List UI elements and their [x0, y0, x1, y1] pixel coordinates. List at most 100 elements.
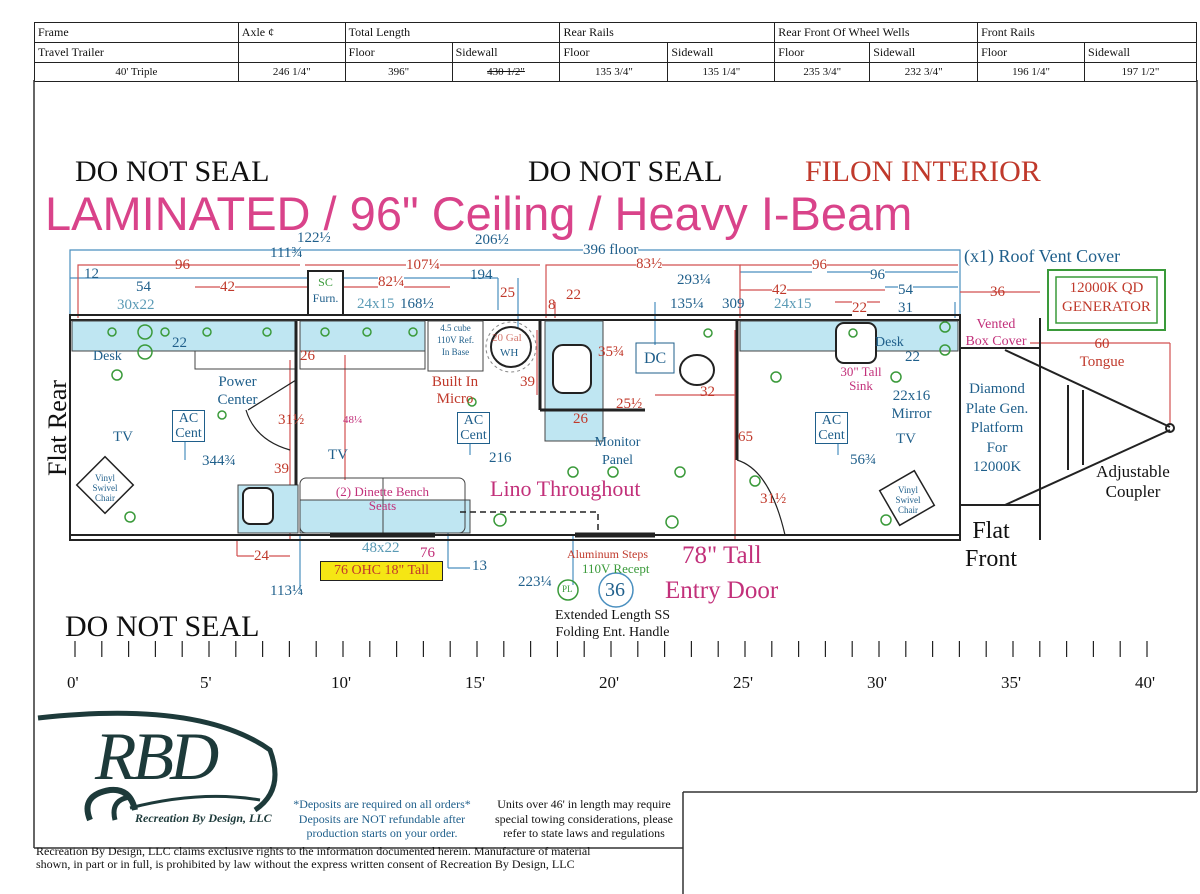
- dinette-line-2: Seats: [368, 498, 397, 513]
- ruler-label: 20': [599, 673, 620, 692]
- dim-25: 25: [500, 285, 515, 301]
- val-front-sidewall: 197 1/2": [1084, 62, 1197, 82]
- dim-36-front: 36: [990, 284, 1005, 300]
- val-well-floor: 235 3/4": [774, 62, 871, 82]
- dim-42-rear: 42: [220, 279, 235, 295]
- dim-216: 216: [489, 450, 512, 466]
- ruler-label: 15': [465, 673, 486, 692]
- dim-48: 48¼: [343, 414, 363, 426]
- gen-platform-label: Diamond Plate Gen. Platform For 12000K: [958, 380, 1036, 478]
- ac-line-2: Cent: [460, 428, 487, 443]
- dim-83: 83½: [636, 256, 663, 272]
- chair-line-1: Vinyl: [95, 473, 115, 483]
- spec-header-row: Frame Axle ¢ Total Length Rear Rails Rea…: [34, 22, 1197, 43]
- ac-line-1: AC: [178, 411, 199, 426]
- copyright-notice: Recreation By Design, LLC claims exclusi…: [36, 845, 591, 871]
- dim-107: 107¼: [406, 257, 440, 273]
- swivel-chair-rear: [75, 455, 135, 515]
- dim-22-bath: 22: [566, 287, 581, 303]
- spec-table: Frame Axle ¢ Total Length Rear Rails Rea…: [34, 22, 1197, 82]
- dim-32: 32: [700, 384, 715, 400]
- micro-line-2: Micro: [436, 391, 474, 407]
- do-not-seal-rear: DO NOT SEAL: [75, 155, 270, 188]
- monitor-line-2: Panel: [601, 453, 634, 468]
- trailer-tongue: [960, 318, 1175, 540]
- tv-front: TV: [896, 431, 916, 447]
- do-not-seal-middle: DO NOT SEAL: [528, 155, 723, 188]
- dim-206: 206½: [475, 232, 509, 248]
- dim-26-wall: 26: [300, 348, 315, 364]
- generator-outer-box: [1047, 269, 1166, 331]
- platform-line-1: Diamond: [969, 381, 1025, 397]
- sink-line-1: 30" Tall: [840, 364, 882, 379]
- val-total-sidewall: 430 1/2": [451, 62, 561, 82]
- entry-door-label: Entry Door: [665, 577, 779, 604]
- dim-168: 168½: [400, 296, 434, 312]
- chair-line-2: Swivel: [92, 483, 118, 493]
- dim-113: 113¼: [270, 583, 304, 599]
- fridge-line-3: In Base: [441, 347, 470, 357]
- door-swings: [245, 379, 786, 536]
- power-center-label: Power Center: [205, 373, 270, 409]
- dim-56: 56¾: [850, 452, 877, 468]
- pl-label: PL: [562, 584, 573, 594]
- dim-396-floor: 396 floor: [583, 242, 639, 258]
- generator-line-2: GENERATOR: [1062, 299, 1151, 315]
- swivel-chair-front: [878, 469, 936, 527]
- power-line-2: Center: [217, 392, 258, 408]
- generator-line-1: 12000K QD: [1069, 280, 1144, 296]
- dim-24: 24: [254, 548, 269, 564]
- aluminum-steps-label: Aluminum Steps: [567, 547, 649, 561]
- towing-line-1: Units over 46' in length may require: [497, 797, 671, 811]
- rbd-logo-text: RBD: [95, 718, 219, 794]
- dim-135: 135¼: [670, 296, 704, 312]
- val-rear-floor: 135 3/4": [559, 62, 669, 82]
- step-36-circle: [598, 572, 634, 608]
- tongue-dim: 60: [1094, 336, 1110, 352]
- desk-front-label: Desk: [875, 335, 904, 350]
- dc-label: DC: [644, 350, 667, 367]
- dim-31-front: 31½: [760, 491, 787, 507]
- page-border: [33, 80, 1198, 894]
- ruler-label: 10': [331, 673, 352, 692]
- cabinet-outlines: [194, 320, 675, 534]
- deposits-line-2: Deposits are NOT refundable after: [298, 811, 466, 826]
- ac-line-1: AC: [821, 413, 842, 428]
- flat-rear-label: Flat Rear: [43, 379, 73, 477]
- ruler-label: 25': [733, 673, 754, 692]
- ohc-label: 76 OHC 18" Tall: [320, 561, 443, 581]
- vented-box-label: Vented Box Cover: [960, 316, 1032, 350]
- fridge-line-2: 110V Ref.: [437, 335, 474, 345]
- coupler-line-2: Coupler: [1105, 482, 1161, 501]
- vented-line-1: Vented: [976, 317, 1016, 332]
- ruler-label: 5': [200, 673, 212, 692]
- ac-line-1: AC: [463, 413, 484, 428]
- entry-door-line: [460, 511, 599, 535]
- dim-344: 344¾: [202, 453, 236, 469]
- fridge-line-1: 4.5 cube: [440, 323, 471, 333]
- copyright-line-2: shown, in part or in full, is prohibited…: [36, 857, 575, 871]
- filon-interior-label: FILON INTERIOR: [805, 155, 1041, 188]
- roof-vent-label: (x1) Roof Vent Cover: [964, 246, 1121, 266]
- ruler-label: 0': [67, 673, 79, 692]
- dim-31: 31: [898, 300, 913, 316]
- generator-label: 12000K QD GENERATOR: [1056, 279, 1157, 317]
- flat-front-line-1: Flat: [972, 518, 1010, 544]
- rbd-logo-subtitle: Recreation By Design, LLC: [135, 811, 272, 825]
- tall-sink-label: 30" Tall Sink: [836, 365, 886, 393]
- header-wheel-wells: Rear Front Of Wheel Wells: [774, 22, 979, 43]
- dim-96-front-red: 96: [812, 257, 827, 273]
- dim-122: 122½: [297, 230, 331, 246]
- dim-111: 111¾: [270, 245, 303, 261]
- desk-rear-label: Desk: [93, 349, 122, 364]
- lino-label: Lino Throughout: [490, 476, 641, 501]
- dim-54-rear: 54: [136, 279, 151, 295]
- platform-line-2: Plate Gen.: [965, 400, 1029, 417]
- dim-223: 223¼: [518, 574, 552, 590]
- chair-line-3: Chair: [95, 493, 115, 503]
- val-well-sidewall: 232 3/4": [869, 62, 979, 82]
